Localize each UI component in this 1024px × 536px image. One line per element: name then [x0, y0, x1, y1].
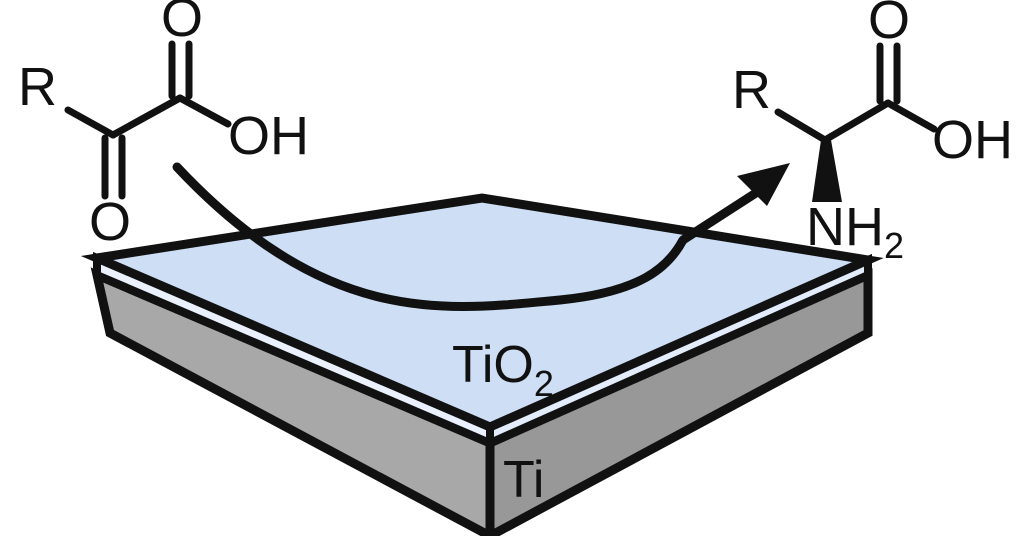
product-bond-c-to-cooh: [821, 99, 892, 144]
reactant-bond-c-to-oh: [176, 94, 232, 128]
product-stereo-wedge-to-amine: [812, 140, 842, 202]
reactant-bond-c-to-cooh: [109, 94, 184, 139]
product-r-group-label: R: [732, 60, 771, 120]
product-bond-r-to-c: [774, 108, 829, 144]
arrow-head: [737, 163, 790, 206]
product-amino-acid: R NH2 O OH: [732, 0, 1013, 266]
arrow-shaft: [680, 185, 765, 244]
tio2-layer-label: TiO2: [452, 336, 554, 404]
reactant-bond-r-to-c: [64, 106, 117, 139]
product-amine-label: NH2: [806, 197, 904, 266]
reaction-trajectory-curve: [172, 162, 688, 311]
reactant-r-group-label: R: [18, 57, 57, 117]
reactant-ketone-oxygen-label: O: [89, 192, 131, 252]
product-hydroxyl-label: OH: [932, 110, 1013, 170]
product-release-arrow: [680, 163, 790, 244]
product-carbonyl-oxygen-label: O: [868, 0, 910, 50]
reactant-carbonyl-oxygen-label: O: [161, 0, 203, 48]
ti-base-label: Ti: [503, 451, 544, 509]
reactant-hydroxyl-label: OH: [228, 106, 309, 166]
substrate-slab: TiO2 Ti: [80, 193, 884, 536]
reactant-keto-acid: R O O OH: [18, 0, 309, 252]
product-bond-c-to-oh: [884, 99, 938, 133]
